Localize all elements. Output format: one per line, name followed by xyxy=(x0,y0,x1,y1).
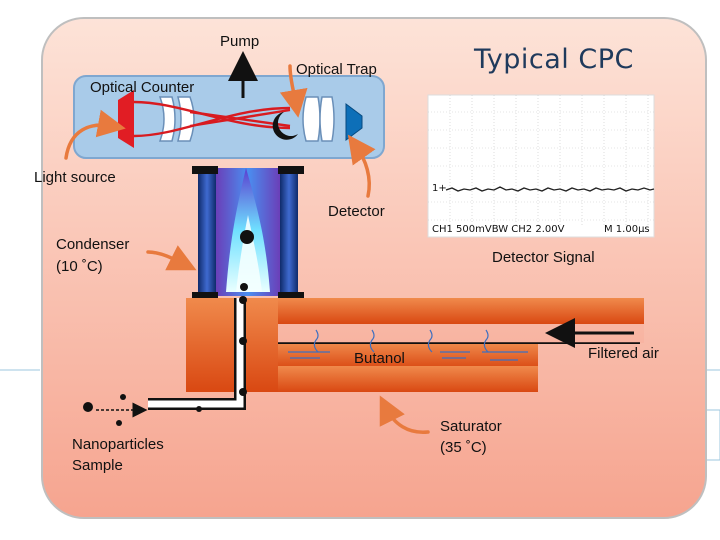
oscilloscope-timebase: M 1.00μs xyxy=(604,224,650,235)
arrow-optical-trap xyxy=(279,64,308,118)
arrow-saturator xyxy=(379,395,430,434)
arrow-condenser xyxy=(146,245,197,271)
label-filtered-air: Filtered air xyxy=(588,345,659,362)
oscilloscope-trace xyxy=(445,186,655,192)
saturator xyxy=(148,296,644,412)
label-optical-trap: Optical Trap xyxy=(296,61,377,78)
oscilloscope-screen xyxy=(427,94,655,238)
condenser-tube xyxy=(192,166,304,298)
optical-trap xyxy=(272,112,298,140)
label-detector: Detector xyxy=(328,203,385,220)
label-detector-signal: Detector Signal xyxy=(492,249,595,266)
label-light-source: Light source xyxy=(34,169,116,186)
label-sample: Sample xyxy=(72,457,123,474)
label-saturator-temp: (35 ˚C) xyxy=(440,439,487,456)
oscilloscope-trace-marker: 1+ xyxy=(432,183,447,194)
light-source-emitter xyxy=(118,90,134,148)
arrow-light-source xyxy=(64,109,126,160)
label-condenser-temp: (10 ˚C) xyxy=(56,258,103,275)
arrow-detector xyxy=(347,134,376,198)
oscilloscope-channel-readout: CH1 500mVBW CH2 2.00V xyxy=(432,224,565,235)
label-nanoparticles: Nanoparticles xyxy=(72,436,164,453)
label-optical-counter: Optical Counter xyxy=(90,79,195,96)
label-pump: Pump xyxy=(220,33,260,50)
label-condenser: Condenser xyxy=(56,236,130,253)
label-butanol: Butanol xyxy=(354,350,405,367)
collecting-lens xyxy=(302,96,335,142)
diagram-title: Typical CPC xyxy=(474,44,634,75)
label-saturator: Saturator xyxy=(440,418,502,435)
sample-valve-icon xyxy=(83,394,148,426)
detector-element xyxy=(345,103,363,141)
